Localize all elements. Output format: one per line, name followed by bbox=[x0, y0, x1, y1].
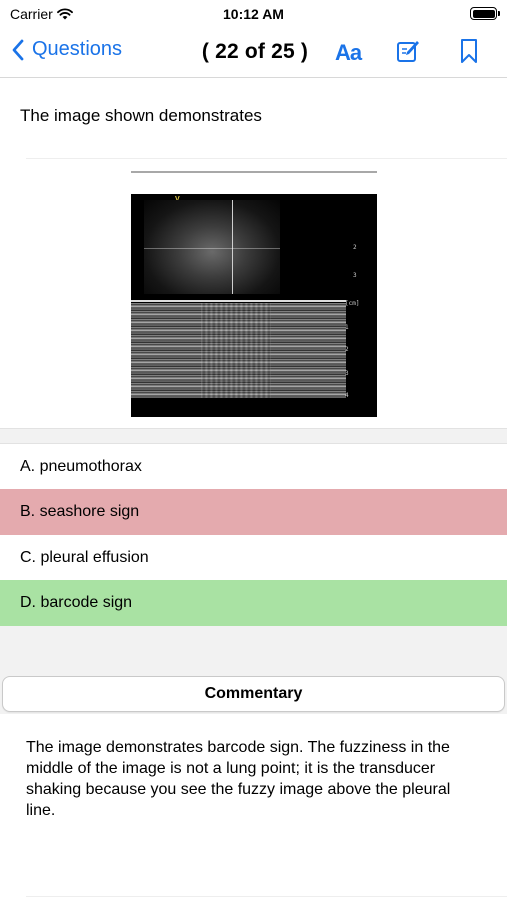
option-d[interactable]: D. barcode sign bbox=[0, 580, 507, 626]
status-time: 10:12 AM bbox=[223, 6, 284, 22]
ultrasound-scale: 2 3 [cm] 1 2 3 4 bbox=[345, 244, 360, 399]
ultrasound-b-mode bbox=[144, 200, 280, 294]
option-c[interactable]: C. pleural effusion bbox=[0, 535, 507, 581]
font-size-icon[interactable]: Aa bbox=[335, 40, 362, 65]
divider bbox=[26, 158, 507, 159]
image-marker: V bbox=[175, 196, 180, 203]
question-text: The image shown demonstrates bbox=[20, 106, 262, 125]
carrier-indicator: Carrier bbox=[10, 6, 73, 22]
question-counter: ( 22 of 25 ) bbox=[201, 40, 309, 63]
chevron-left-icon bbox=[12, 39, 24, 60]
bookmark-icon[interactable] bbox=[460, 38, 478, 69]
divider bbox=[26, 896, 507, 897]
option-b[interactable]: B. seashore sign bbox=[0, 489, 507, 535]
commentary-button[interactable]: Commentary bbox=[2, 676, 505, 712]
section-separator bbox=[0, 428, 507, 444]
ultrasound-separator bbox=[131, 300, 346, 302]
wifi-icon bbox=[56, 8, 73, 20]
commentary-text: The image demonstrates barcode sign. The… bbox=[26, 739, 451, 819]
option-label: A. pneumothorax bbox=[20, 458, 142, 475]
option-label: B. seashore sign bbox=[20, 503, 140, 520]
option-label: C. pleural effusion bbox=[20, 549, 149, 566]
battery-icon bbox=[470, 7, 500, 20]
back-button-label: Questions bbox=[32, 38, 123, 60]
carrier-label: Carrier bbox=[10, 6, 53, 22]
status-bar: Carrier 10:12 AM bbox=[0, 0, 507, 28]
ultrasound-image[interactable]: V 2 3 [cm] 1 2 3 4 bbox=[131, 194, 377, 417]
ultrasound-m-mode bbox=[131, 303, 346, 398]
option-a[interactable]: A. pneumothorax bbox=[0, 444, 507, 490]
back-button[interactable]: Questions bbox=[12, 38, 122, 61]
option-label: D. barcode sign bbox=[20, 594, 133, 611]
navigation-bar: Questions ( 22 of 25 ) Aa bbox=[0, 28, 507, 78]
image-top-rule bbox=[131, 171, 377, 173]
edit-note-icon[interactable] bbox=[396, 38, 420, 69]
